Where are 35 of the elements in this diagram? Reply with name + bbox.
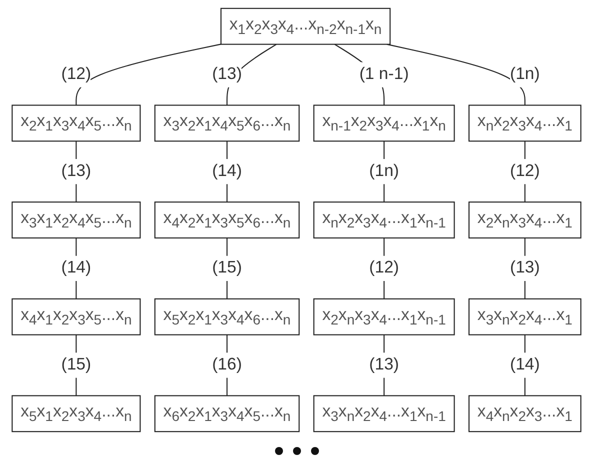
- node-box: x$_{n}$x$_{2}$x$_{3}$x$_{4}$...x$_{1}$x$_{n-1}$: [313, 202, 455, 238]
- edge-label: (14): [510, 356, 540, 374]
- edge-label: (13): [510, 258, 540, 277]
- edge-label: (13): [61, 162, 92, 180]
- node-box: x$_{6}$x$_{2}$x$_{1}$x$_{3}$x$_{4}$x$_{5}$...x$_{n}$: [154, 395, 300, 432]
- edge-label: (12): [61, 65, 92, 84]
- edge-label: (1n): [369, 162, 400, 180]
- node-box: x$_{1}$x$_{2}$x$_{3}$x$_{4}$...x$_{n-2}$x$_{n-1}$x$_{n}$: [220, 8, 391, 45]
- node-box: x$_{3}$x$_{1}$x$_{2}$x$_{4}$x$_{5}$...x$_{n}$: [12, 202, 141, 238]
- node-box: x$_{n-1}$x$_{2}$x$_{3}$x$_{4}$...x$_{1}$x$_{n}$: [313, 104, 455, 142]
- edge-label: (14): [61, 258, 92, 277]
- edge-label: (16): [212, 356, 242, 374]
- node-box: x$_{4}$x$_{2}$x$_{1}$x$_{3}$x$_{5}$x$_{6}$...x$_{n}$: [154, 202, 300, 238]
- edge-label: (14): [212, 162, 242, 180]
- node-box: x$_{4}$x$_{1}$x$_{2}$x$_{3}$x$_{5}$...x$_{n}$: [12, 298, 141, 336]
- node-box: x$_{n}$x$_{2}$x$_{3}$x$_{4}$...x$_{1}$: [468, 104, 582, 142]
- connector: [76, 44, 222, 106]
- edge-label: (13): [212, 65, 242, 84]
- node-box: x$_{3}$x$_{2}$x$_{1}$x$_{4}$x$_{5}$x$_{6}$...x$_{n}$: [154, 104, 300, 142]
- node-box: x$_{5}$x$_{2}$x$_{1}$x$_{3}$x$_{4}$x$_{6}$...x$_{n}$: [154, 298, 300, 336]
- edge-label: (1n): [510, 65, 540, 84]
- node-box: x$_{2}$x$_{n}$x$_{3}$x$_{4}$...x$_{1}$: [468, 202, 582, 238]
- edge-label: (15): [212, 258, 242, 277]
- edge-label: (1 n-1): [359, 65, 409, 84]
- edge-label: (13): [369, 356, 400, 374]
- node-box: x$_{3}$x$_{n}$x$_{2}$x$_{4}$...x$_{1}$: [468, 298, 582, 336]
- node-box: x$_{3}$x$_{n}$x$_{2}$x$_{4}$...x$_{1}$x$_{n-1}$: [313, 395, 455, 432]
- node-box: x$_{2}$x$_{1}$x$_{3}$x$_{4}$x$_{5}$...x$_{n}$: [12, 104, 141, 142]
- node-box: x$_{4}$x$_{n}$x$_{2}$x$_{3}$...x$_{1}$: [468, 395, 582, 432]
- node-box: x$_{5}$x$_{1}$x$_{2}$x$_{3}$x$_{4}$...x$_{n}$: [12, 395, 141, 432]
- edge-label: (15): [61, 356, 92, 374]
- edge-label: (12): [510, 162, 540, 180]
- edge-label: (12): [369, 258, 400, 277]
- node-box: x$_{2}$x$_{n}$x$_{3}$x$_{4}$...x$_{1}$x$_{n-1}$: [313, 298, 455, 336]
- connector: [386, 44, 526, 106]
